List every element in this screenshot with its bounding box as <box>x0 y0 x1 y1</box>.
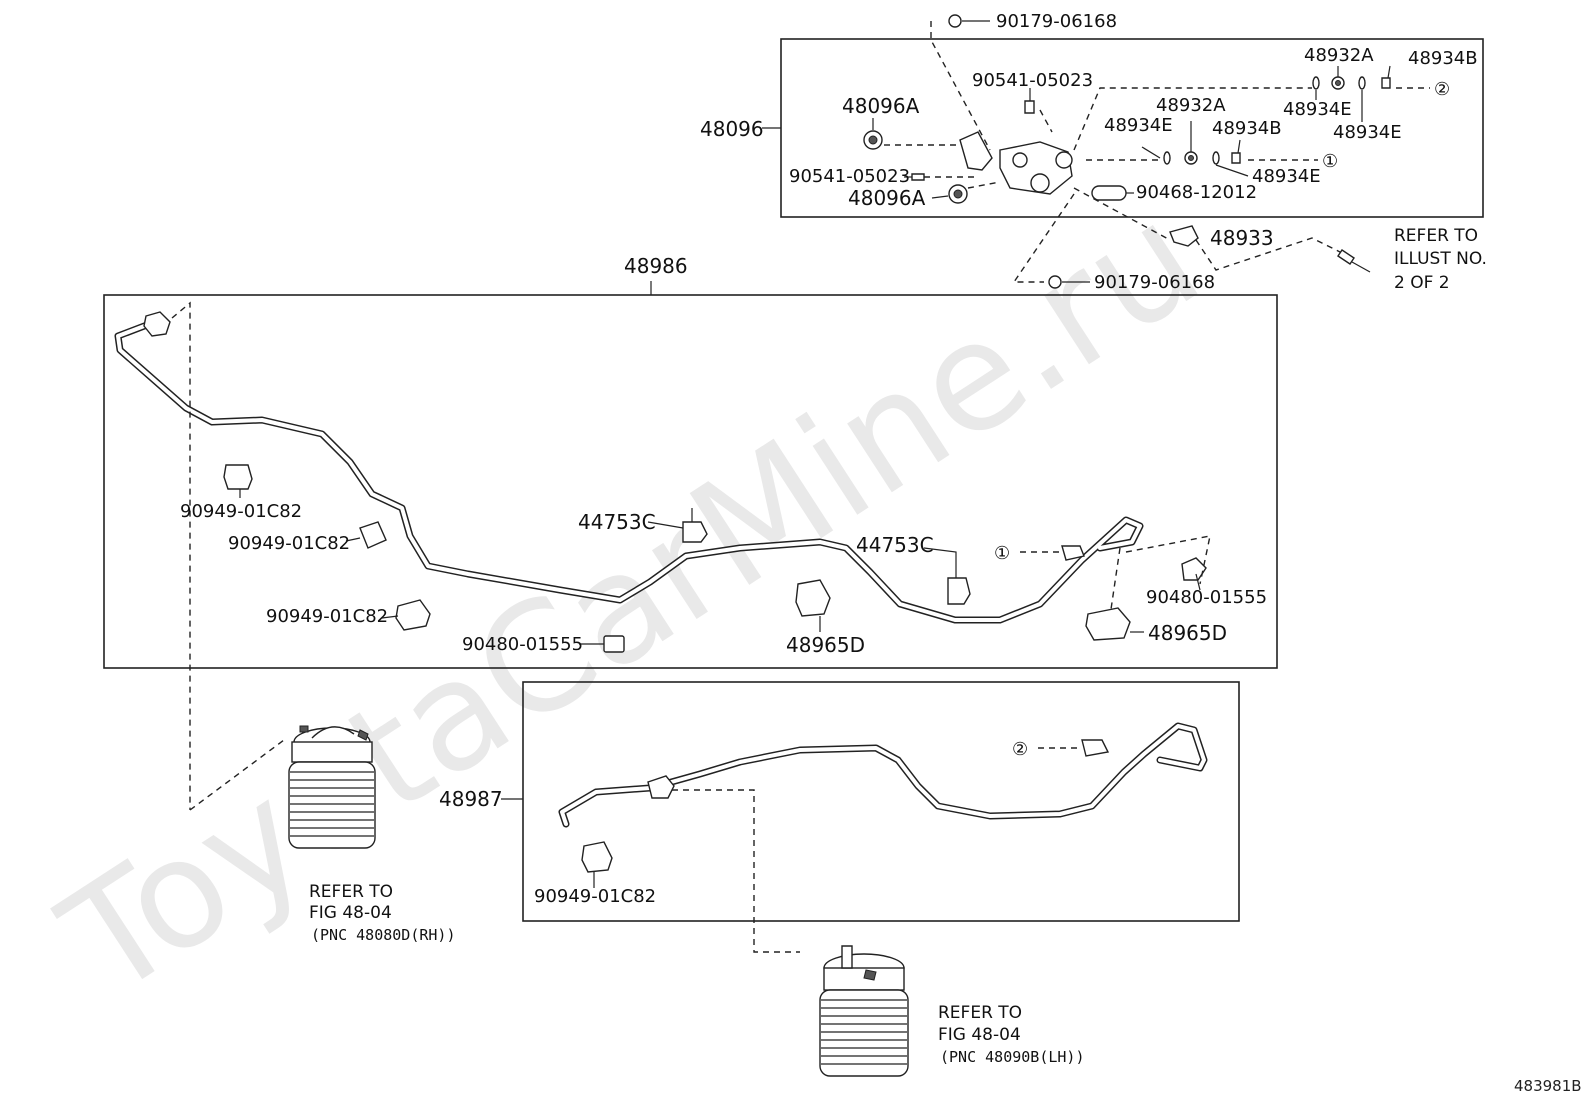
lh-air-spring-icon <box>819 945 909 1077</box>
oring-e1-icon <box>1312 76 1320 90</box>
bracket-d1-icon <box>795 579 831 617</box>
label-clamp-1: 90949-01C82 <box>180 501 302 522</box>
label-grommet-1: 90480-01555 <box>462 634 583 655</box>
label-ring-a1: 48932A <box>1304 45 1374 66</box>
label-bolt-upper: 90541-05023 <box>972 70 1093 91</box>
port-marker-2-top: ② <box>1434 79 1450 100</box>
clip-c2-icon <box>947 577 971 605</box>
label-clip-c2: 44753C <box>856 533 934 557</box>
label-nut-b1: 48934B <box>1408 48 1478 69</box>
label-nut-b2: 48934B <box>1212 118 1282 139</box>
grommet-1-icon <box>603 635 625 653</box>
nut-top-icon <box>948 14 962 28</box>
label-nut-top: 90179-06168 <box>996 11 1117 32</box>
label-bracket-d2: 48965D <box>1148 621 1227 645</box>
clamp-2-icon <box>359 521 387 549</box>
label-oring-e2: 48934E <box>1333 122 1402 143</box>
label-bracket-d1: 48965D <box>786 633 865 657</box>
clamp-1-icon <box>223 464 253 490</box>
refer-lh-line1: REFER TO <box>938 1003 1022 1023</box>
refer-lh-line2: FIG 48-04 <box>938 1025 1021 1045</box>
bolt-upper-icon <box>1024 100 1035 114</box>
front-pipe-frame <box>103 294 1278 669</box>
label-oring-e1: 48934E <box>1283 99 1352 120</box>
label-clip-48933: 48933 <box>1210 226 1274 250</box>
oring-e2-icon <box>1358 76 1366 90</box>
diagram-id: 483981B <box>1514 1077 1582 1095</box>
clip-48933-icon <box>1169 225 1199 247</box>
refer-illust-line1: REFER TO <box>1394 226 1478 246</box>
rear-pipe-frame <box>522 681 1240 922</box>
label-clamp-4: 90949-01C82 <box>534 886 656 907</box>
rear-pipe-line <box>558 722 1208 828</box>
nut-bottom-icon <box>1048 275 1062 289</box>
clamp-3-icon <box>395 599 431 631</box>
rear-pipe-fitting-icon <box>647 775 675 799</box>
assembly-48096-label: 48096 <box>700 117 764 141</box>
refer-rh-line1: REFER TO <box>309 882 393 902</box>
refer-illust-line2: ILLUST NO. <box>1394 249 1487 269</box>
label-clamp-3: 90949-01C82 <box>266 606 388 627</box>
label-bolt-lower: 90541-05023 <box>789 166 910 187</box>
clamp-4-icon <box>581 841 613 873</box>
rh-air-spring-icon <box>288 725 376 849</box>
label-hose: 90468-12012 <box>1136 182 1257 203</box>
front-pipe-end-fitting-icon <box>143 311 171 337</box>
grommet-2-icon <box>1181 557 1207 581</box>
label-oring-e3: 48934E <box>1104 115 1173 136</box>
label-clip-c1: 44753C <box>578 510 656 534</box>
label-ring-a2: 48932A <box>1156 95 1226 116</box>
illust-connector-icon <box>1337 249 1355 265</box>
valve-body-icon <box>959 131 1073 195</box>
nut-b1-icon <box>1381 77 1391 89</box>
front-pipe-line <box>114 316 1144 624</box>
label-mount-upper: 48096A <box>842 94 920 118</box>
bracket-d2-icon <box>1085 607 1131 641</box>
assembly-48987-label: 48987 <box>439 787 503 811</box>
label-clamp-2: 90949-01C82 <box>228 533 350 554</box>
oring-e3-icon <box>1163 151 1171 165</box>
label-oring-e4: 48934E <box>1252 166 1321 187</box>
port-marker-1-front-pipe: ① <box>994 543 1010 564</box>
hose-icon <box>1091 185 1127 201</box>
port-marker-1-top: ① <box>1322 151 1338 172</box>
rear-pipe-port-2-icon <box>1081 739 1110 757</box>
bolt-lower-icon <box>911 173 925 181</box>
refer-rh-line2: FIG 48-04 <box>309 903 392 923</box>
label-mount-lower: 48096A <box>848 186 926 210</box>
refer-rh-line3: (PNC 48080D(RH)) <box>311 926 456 944</box>
label-nut-bottom: 90179-06168 <box>1094 272 1215 293</box>
refer-illust-line3: 2 OF 2 <box>1394 273 1450 293</box>
assembly-48986-label: 48986 <box>624 254 688 278</box>
port-marker-2-rear-pipe: ② <box>1012 739 1028 760</box>
label-grommet-2: 90480-01555 <box>1146 587 1267 608</box>
nut-b2-icon <box>1231 152 1241 164</box>
front-pipe-port-1-icon <box>1061 545 1085 561</box>
clip-c1-icon <box>682 521 708 543</box>
oring-e4-icon <box>1212 151 1220 165</box>
refer-lh-line3: (PNC 48090B(LH)) <box>940 1048 1085 1066</box>
